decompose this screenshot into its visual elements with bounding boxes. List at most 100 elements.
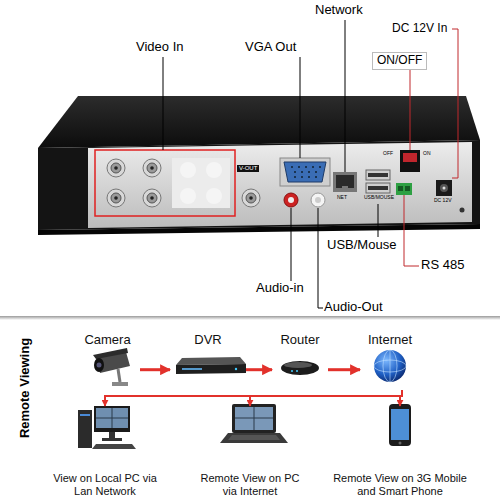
router-icon <box>296 370 298 372</box>
rs485-terminal <box>396 183 412 195</box>
bnc-connector <box>242 189 260 207</box>
device-node: DVR <box>170 332 246 390</box>
callout-label: Audio-in <box>256 281 304 296</box>
section-heading: Remote Viewing <box>18 338 33 438</box>
camera-icon <box>118 369 120 382</box>
callout-label: USB/Mouse <box>327 238 396 253</box>
dvr-icon <box>176 357 246 374</box>
node-label: DVR <box>194 332 221 347</box>
dc-jack <box>436 180 465 213</box>
power-switch <box>400 150 420 172</box>
laptop-icon <box>228 435 280 440</box>
blurred-area <box>180 188 196 204</box>
node-label: Remote View on 3G Mobile and Smart Phone <box>330 472 470 498</box>
pc-icon <box>78 406 136 449</box>
leader-line <box>300 57 301 158</box>
laptop-icon <box>235 407 273 430</box>
phone-icon <box>389 404 411 446</box>
leader-line <box>163 20 378 308</box>
callout-label: DC 12V In <box>392 22 447 36</box>
pc-icon <box>102 438 122 441</box>
dvr-icon <box>182 368 202 370</box>
device-node: View on Local PC via Lan Network <box>50 406 160 498</box>
pc-icon <box>109 432 115 438</box>
pc-icon <box>80 414 90 416</box>
bnc-connector <box>150 196 154 200</box>
dc-jack <box>443 187 446 190</box>
globe-icon <box>374 350 406 382</box>
vga-port <box>298 166 300 168</box>
callout-label: Network <box>315 3 363 18</box>
camera-icon <box>94 358 104 372</box>
dvr-icon <box>176 357 246 365</box>
laptop-icon <box>220 404 288 443</box>
dvr-chassis <box>38 140 480 230</box>
rs485-terminal <box>398 186 403 191</box>
camera-icon <box>93 348 130 386</box>
network-port <box>336 175 354 188</box>
usb-port <box>366 183 390 193</box>
bnc-connector <box>147 193 157 203</box>
leader-line <box>163 57 164 150</box>
flow-arrow <box>250 390 402 406</box>
router-icon <box>284 362 312 368</box>
camera-icon <box>97 363 102 368</box>
usb-port <box>368 173 388 177</box>
dvr-icon <box>235 368 237 370</box>
callout-label: Audio-Out <box>324 300 383 315</box>
vga-port <box>308 171 310 173</box>
blurred-area <box>206 188 222 204</box>
vga-port <box>305 166 307 168</box>
leader-line <box>345 20 346 172</box>
vga-port <box>280 158 330 186</box>
vga-port <box>301 176 303 178</box>
dvr-chassis <box>88 142 472 228</box>
device-node: Router <box>272 332 328 390</box>
bnc-connector <box>246 193 256 203</box>
laptop-icon <box>235 418 273 419</box>
leader-line <box>404 195 419 266</box>
dvr-icon <box>176 364 246 374</box>
blurred-area <box>206 162 222 178</box>
callout-label: VGA Out <box>245 40 296 55</box>
dc-jack <box>440 184 448 192</box>
flow-arrow <box>328 368 360 371</box>
audio-jack <box>284 193 325 207</box>
bnc-connector <box>150 166 154 170</box>
phone-icon <box>391 409 409 440</box>
blurred-area <box>172 158 230 208</box>
section-separator <box>0 316 500 320</box>
usb-port <box>368 186 388 190</box>
vga-port <box>280 158 330 186</box>
callout-label: ON/OFF <box>372 52 427 70</box>
pc-icon <box>78 410 92 448</box>
power-switch <box>400 150 420 172</box>
bnc-connector <box>147 163 157 173</box>
router-icon <box>281 361 319 375</box>
globe-icon <box>374 350 406 382</box>
camera-icon <box>112 382 128 386</box>
router-icon <box>281 361 319 375</box>
dc-jack <box>460 208 465 213</box>
bnc-connector <box>111 193 121 203</box>
panel-marking: OFF <box>383 151 393 157</box>
pc-icon <box>96 408 128 428</box>
vga-port <box>301 171 303 173</box>
bnc-connector <box>114 166 118 170</box>
network-port <box>333 172 357 192</box>
leader-line <box>291 208 292 281</box>
audio-jack <box>311 193 325 207</box>
bnc-connector <box>107 159 260 207</box>
node-label: Remote View on PC via Internet <box>195 472 305 498</box>
phone-icon <box>389 404 411 446</box>
vga-port <box>284 162 326 182</box>
leader-line <box>378 204 379 237</box>
device-node: Remote View on 3G Mobile and Smart Phone <box>330 406 470 498</box>
audio-jack <box>315 197 321 203</box>
flow-arrow <box>105 390 402 406</box>
phone-icon <box>399 442 402 445</box>
dvr-chassis <box>38 224 480 235</box>
device-node: Camera <box>75 332 140 390</box>
